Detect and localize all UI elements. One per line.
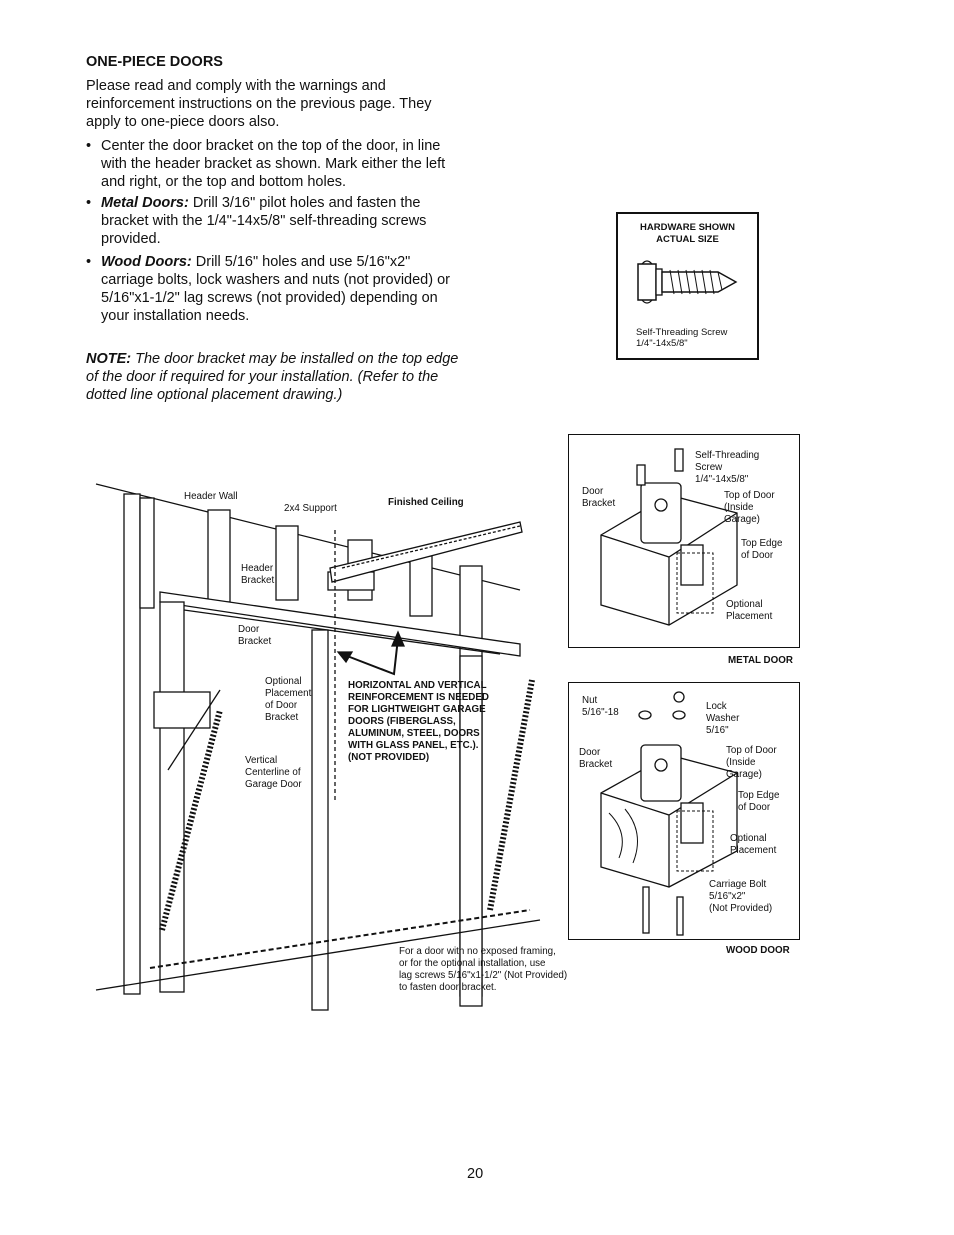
bullet-dot-icon: • [86,254,92,270]
bullet-dot-icon: • [86,138,92,154]
metal-label-optional: Optional Placement [726,599,773,622]
metal-label-door-bracket: Door Bracket [582,486,616,509]
note-lead: NOTE: [86,351,132,367]
metal-door-inset: Self-Threading Screw 1/4"-14x5/8" Door B… [568,434,800,648]
label-header-wall: Header Wall [184,491,238,502]
bullet-center-bracket: • Center the door bracket on the top of … [86,137,466,191]
bullet-metal-doors: • Metal Doors: Drill 3/16" pilot holes a… [86,194,466,248]
bullet-text: Center the door bracket on the top of th… [101,138,446,190]
metal-label-top-edge: Top Edge of Door [741,538,783,561]
label-footnote: For a door with no exposed framing, or f… [399,946,568,993]
wood-door-drawing [600,691,738,936]
metal-door-caption: METAL DOOR [728,655,793,666]
hardware-caption: Self-Threading Screw 1/4"-14x5/8" [636,327,728,349]
metal-label-screw: Self-Threading Screw 1/4"-14x5/8" [695,450,760,485]
note-text: The door bracket may be installed on the… [86,351,459,403]
label-optional-placement: Optional Placement of Door Bracket [265,676,312,723]
wood-label-optional: Optional Placement [730,833,777,856]
bullet-text: Drill 3/16" pilot holes and fasten the b… [101,195,427,247]
metal-door-drawing [600,448,738,626]
garage-door-illustration [95,483,541,1011]
bullet-dot-icon: • [86,195,92,211]
wood-label-nut: Nut 5/16"-18 [582,695,619,718]
self-threading-screw-icon [637,260,738,304]
wood-label-door-bracket: Door Bracket [579,747,613,770]
label-finished-ceiling: Finished Ceiling [388,497,464,508]
hardware-title: HARDWARE SHOWN ACTUAL SIZE [640,222,735,245]
bullet-text: Drill 5/16" holes and use 5/16"x2" carri… [101,254,450,324]
page-number: 20 [467,1166,484,1182]
hardware-box: HARDWARE SHOWN ACTUAL SIZE Self-Threadin… [616,212,759,360]
wood-door-inset: Nut 5/16"-18 Lock Washer 5/16" Door Brac… [568,682,800,940]
bullet-wood-doors: • Wood Doors: Drill 5/16" holes and use … [86,253,466,325]
label-support: 2x4 Support [284,503,337,514]
label-door-bracket: Door Bracket [238,624,272,647]
metal-label-top-of-door: Top of Door (Inside Garage) [724,490,775,525]
section-heading: ONE-PIECE DOORS [86,54,223,70]
wood-label-top-of-door: Top of Door (Inside Garage) [726,745,777,780]
wood-label-lock-washer: Lock Washer 5/16" [706,701,740,736]
label-header-bracket: Header Bracket [241,563,275,586]
bullet-lead: Metal Doors: [101,195,189,211]
wood-label-carriage-bolt: Carriage Bolt 5/16"x2" (Not Provided) [709,879,773,914]
bullet-lead: Wood Doors: [101,254,192,270]
intro-paragraph: Please read and comply with the warnings… [86,78,432,130]
note-paragraph: NOTE: The door bracket may be installed … [86,350,466,404]
wood-door-caption: WOOD DOOR [726,945,790,956]
label-vertical-centerline: Vertical Centerline of Garage Door [245,755,302,790]
wood-label-top-edge: Top Edge of Door [738,790,780,813]
label-reinforcement-warning: HORIZONTAL AND VERTICAL REINFORCEMENT IS… [348,680,489,763]
